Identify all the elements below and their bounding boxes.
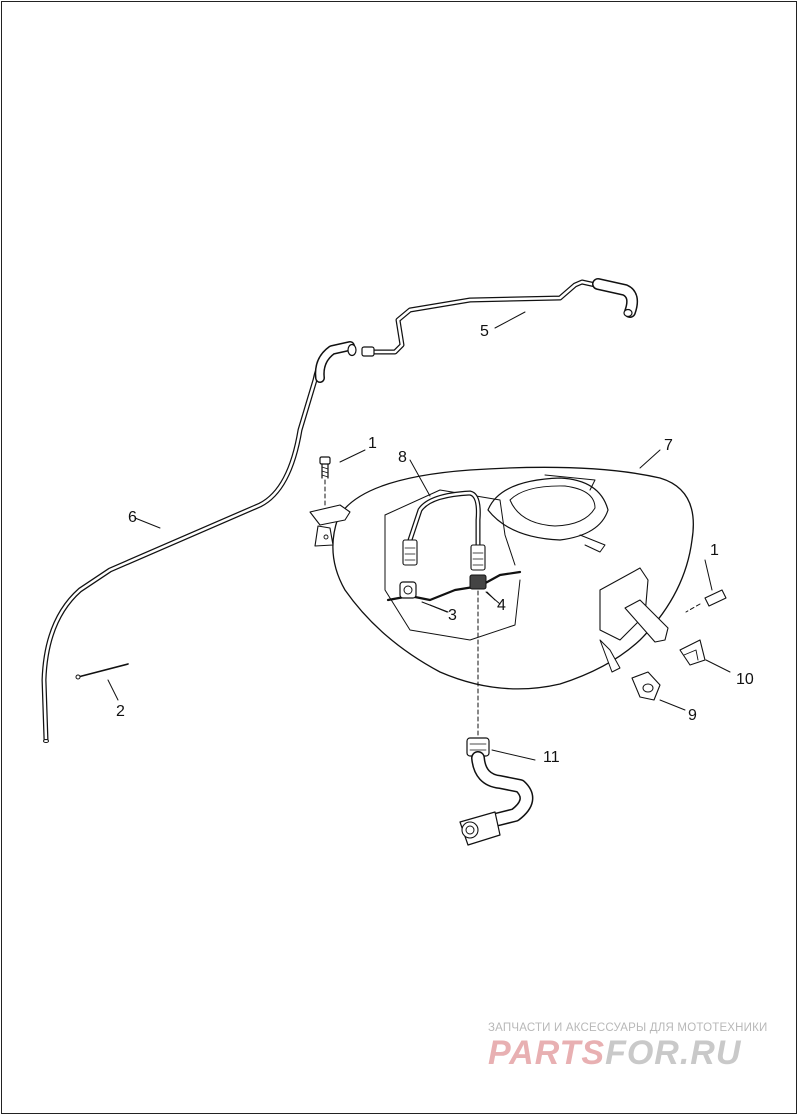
fuel-tank-7	[309, 466, 694, 690]
callout-3: 3	[448, 607, 457, 624]
crossover-hose-8	[384, 489, 522, 641]
grommet-9	[631, 671, 661, 701]
watermark-logo: PARTSFOR.RU	[488, 1034, 741, 1073]
watermark-brand-part1: PARTS	[488, 1034, 606, 1072]
callout-8: 8	[398, 449, 407, 466]
clip-10	[679, 639, 706, 666]
callout-9: 9	[688, 707, 697, 724]
leader-lines	[107, 311, 731, 761]
vent-tube-5	[361, 278, 639, 357]
callout-7: 7	[664, 437, 673, 454]
callout-5: 5	[480, 323, 489, 340]
callout-11: 11	[543, 749, 560, 766]
watermark-brand-part2: FOR.RU	[605, 1034, 742, 1072]
callout-1-right: 1	[710, 542, 719, 559]
vent-tube-6	[41, 341, 357, 743]
fitting-3	[399, 581, 417, 599]
callout-6: 6	[128, 509, 137, 526]
watermark-caption: ЗАПЧАСТИ И АКСЕССУАРЫ ДЛЯ МОТОТЕХНИКИ	[488, 1022, 768, 1034]
fuel-hose-11	[459, 737, 534, 846]
callout-10: 10	[736, 671, 754, 688]
callout-4: 4	[497, 597, 506, 614]
callout-labels: 1 1 2 3 4 5 6 7 8 9 10 11	[116, 323, 754, 766]
callout-1-left: 1	[368, 435, 377, 452]
screw-1-left	[319, 456, 331, 506]
cotter-pin-2	[75, 663, 129, 680]
callout-2: 2	[116, 703, 125, 720]
screw-1-right	[685, 589, 727, 613]
